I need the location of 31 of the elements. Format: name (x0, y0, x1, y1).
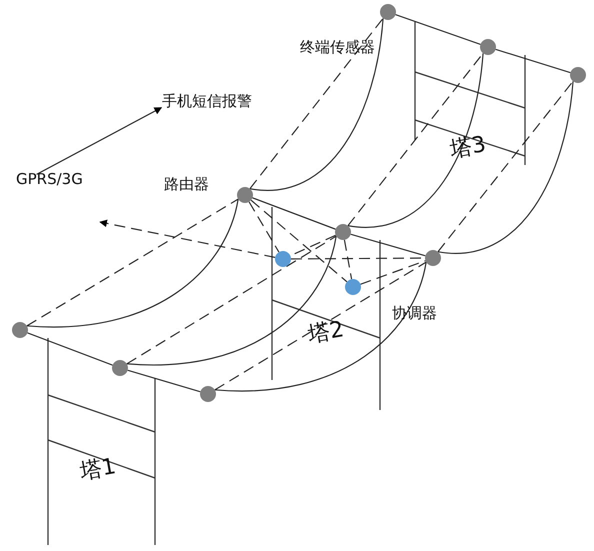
sensor-label: 终端传感器 (300, 38, 375, 56)
sensor-dot (237, 187, 253, 203)
sensor-dot (112, 360, 128, 376)
sensor-dot (570, 67, 586, 83)
connector-line (252, 197, 336, 230)
connector-line (495, 48, 571, 74)
arrow (36, 107, 162, 175)
tower-label: 塔3 (448, 132, 488, 164)
connector-line (395, 14, 481, 45)
sensor-dot (12, 322, 28, 338)
dashed-link (344, 240, 352, 280)
connector-line (128, 370, 200, 392)
node-label: GPRS/3G (16, 170, 83, 188)
dashed-link (99, 220, 276, 258)
tower-label: 塔1 (78, 454, 118, 486)
sensor-dot (425, 250, 441, 266)
sensor-dot (380, 4, 396, 20)
node-label: 手机短信报警 (162, 92, 252, 110)
device-label: 协调器 (392, 304, 437, 322)
tower-label: 塔2 (306, 317, 346, 350)
dashed-link (360, 260, 426, 285)
sensor-dot (335, 224, 351, 240)
coordinator-dot (275, 251, 291, 267)
coordinator-dot (345, 279, 361, 295)
dashed-link (248, 202, 280, 252)
sensor-dot (480, 39, 496, 55)
connector-line (27, 332, 113, 366)
connector-line (350, 234, 426, 256)
dashed-link (250, 200, 348, 282)
sensor-dot (200, 386, 216, 402)
device-label: 路由器 (164, 175, 209, 193)
